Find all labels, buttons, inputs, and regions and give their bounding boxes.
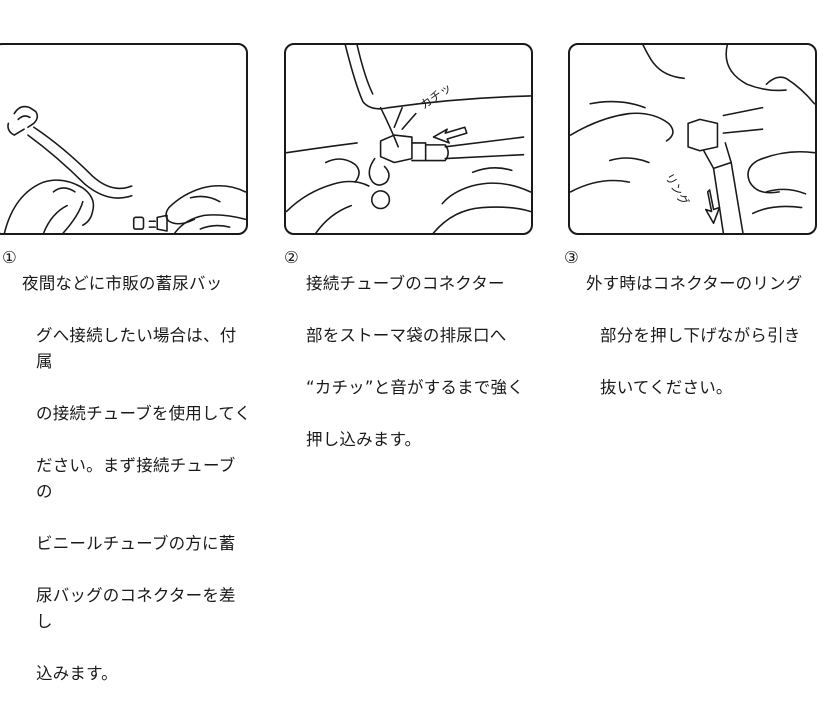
illustration-panel-1 bbox=[0, 43, 248, 235]
step-1-line: ださい。まず接続チューブの bbox=[36, 456, 236, 501]
step-3-line: 部分を押し下げながら引き bbox=[600, 326, 801, 345]
step-1: ① 夜間などに市販の蓄尿バッ グへ接続したい場合は、付属 の接続チューブを使用し… bbox=[2, 245, 252, 683]
step-1-line: 夜間などに市販の蓄尿バッ bbox=[22, 274, 223, 293]
step-3-text: 外す時はコネクターのリング 部分を押し下げながら引き 抜いてください。 bbox=[586, 245, 822, 427]
step-2-line: 接続チューブのコネクター bbox=[306, 274, 505, 293]
connect-bag-illustration bbox=[3, 105, 246, 233]
illustration-panel-2: カチッ bbox=[284, 43, 533, 235]
ring-label: リング bbox=[662, 171, 692, 209]
step-2-line: 部をストーマ袋の排尿口へ bbox=[306, 326, 507, 345]
step-2-number: ② bbox=[284, 248, 299, 267]
illustration-panel-3: リング bbox=[568, 43, 817, 235]
click-sound-label: カチッ bbox=[417, 80, 454, 112]
step-3-line: 抜いてください。 bbox=[600, 378, 733, 397]
step-2-line: 押し込みます。 bbox=[306, 430, 422, 449]
step-1-line: ビニールチューブの方に蓄 bbox=[36, 534, 236, 553]
step-1-line: グへ接続したい場合は、付属 bbox=[36, 326, 237, 371]
step-1-line: 尿バッグのコネクターを差し bbox=[36, 586, 236, 631]
step-1-line: の接続チューブを使用してく bbox=[36, 404, 252, 423]
remove-connector-illustration: リング bbox=[570, 45, 815, 233]
step-2-line: “カチッ”と音がするまで強く bbox=[306, 378, 524, 397]
step-3: ③ 外す時はコネクターのリング 部分を押し下げながら引き 抜いてください。 bbox=[564, 245, 822, 397]
step-1-line: 込みます。 bbox=[36, 664, 118, 683]
push-connector-illustration: カチッ bbox=[286, 45, 531, 233]
step-3-line: 外す時はコネクターのリング bbox=[586, 274, 803, 293]
step-2: ② 接続チューブのコネクター 部をストーマ袋の排尿口へ “カチッ”と音がするまで… bbox=[284, 245, 536, 449]
step-3-number: ③ bbox=[564, 248, 579, 267]
step-1-number: ① bbox=[2, 248, 17, 267]
step-1-text: 夜間などに市販の蓄尿バッ グへ接続したい場合は、付属 の接続チューブを使用してく… bbox=[22, 245, 252, 713]
step-2-text: 接続チューブのコネクター 部をストーマ袋の排尿口へ “カチッ”と音がするまで強く… bbox=[306, 245, 536, 479]
